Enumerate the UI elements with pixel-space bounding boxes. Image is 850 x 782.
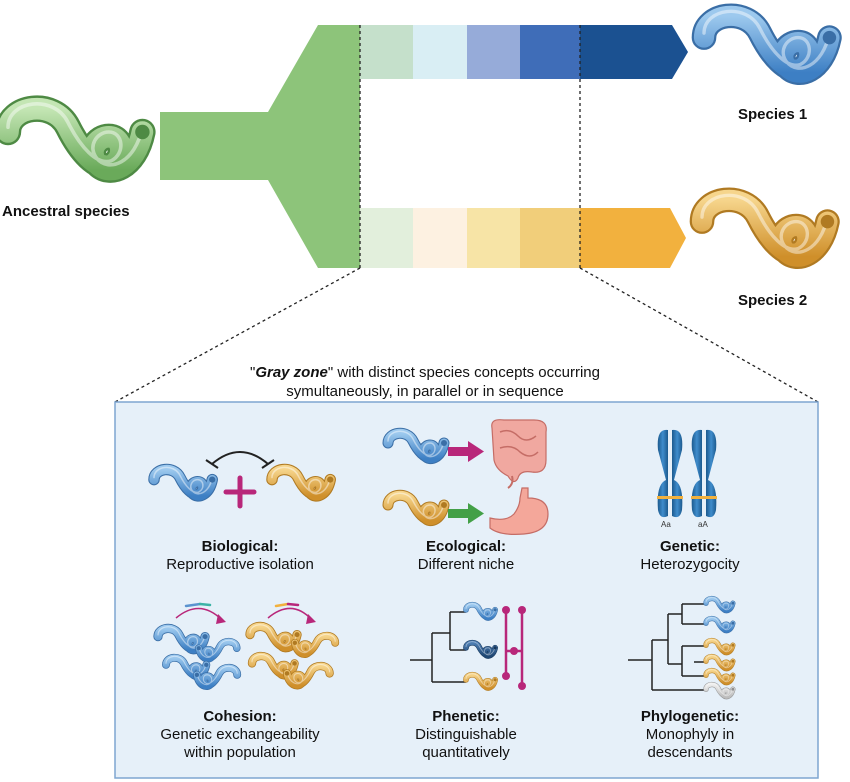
band-segment — [413, 25, 468, 79]
barrier-arc-icon — [211, 451, 269, 465]
concept-genetic: Genetic: Heterozygocity — [590, 538, 790, 574]
gray-zone-quote-open: " — [250, 364, 256, 381]
phenetic-tree-icon — [410, 611, 466, 683]
concept-ecological: Ecological: Different niche — [366, 538, 566, 574]
blue-worm-icon — [382, 427, 450, 465]
concept-title: Biological: — [201, 538, 279, 555]
concept-biological: Biological: Reproductive isolation — [140, 538, 340, 574]
band-segment — [467, 208, 521, 268]
gray-zone-line2: symultaneously, in parallel or in sequen… — [286, 383, 564, 400]
gold-worm-icon — [703, 667, 736, 686]
cross-icon — [223, 475, 257, 509]
blue-worm-icon — [703, 615, 736, 634]
concept-desc: Genetic exchangeability — [160, 726, 320, 743]
species-1-band — [360, 25, 688, 79]
blue-worm-icon — [148, 463, 218, 502]
genetic-illustration — [657, 429, 717, 518]
band-segment — [360, 25, 414, 79]
concept-desc: Reproductive isolation — [166, 556, 314, 573]
gold-worm-icon — [382, 489, 450, 527]
concept-cohesion: Cohesion: Genetic exchangeability within… — [140, 708, 340, 762]
gray-zone-guides — [114, 25, 819, 403]
band-segment — [360, 208, 414, 268]
species-2-band — [360, 208, 686, 268]
gold-worm-icon — [245, 621, 302, 653]
cohesion-illustration — [153, 602, 340, 690]
concept-desc: descendants — [647, 744, 733, 761]
ancestral-branch — [160, 25, 360, 268]
allele-label: aA — [698, 520, 708, 529]
phylogenetic-illustration — [628, 595, 736, 700]
concept-title: Genetic: — [659, 538, 720, 555]
concept-title: Cohesion: — [203, 708, 277, 725]
gold-worm-icon — [703, 637, 736, 656]
ancestral-worm-icon — [0, 95, 156, 183]
biological-illustration — [148, 451, 336, 509]
gold-worm-icon — [282, 661, 334, 690]
intestine-icon — [491, 419, 547, 489]
gold-worm-icon — [247, 651, 299, 680]
chromosome-icon — [657, 429, 683, 518]
species-2-label: Species 2 — [738, 292, 808, 309]
band-segment — [520, 25, 581, 79]
band-arrow-head — [580, 25, 688, 79]
concept-desc: Distinguishable — [415, 726, 517, 743]
gold-worm-icon — [266, 463, 336, 502]
phylogenetic-tree-icon — [628, 603, 706, 691]
green-arrow-icon — [448, 503, 484, 524]
magenta-arrow-icon — [448, 441, 484, 462]
gray-zone-title: "Gray zone" with distinct species concep… — [200, 363, 650, 401]
gold-worm-icon — [290, 631, 340, 658]
concept-desc: Heterozygocity — [640, 556, 740, 573]
gray-zone-line1: with distinct species concepts occurring — [333, 364, 600, 381]
gray-zone-emphasis: Gray zone — [255, 364, 328, 381]
phenetic-illustration — [410, 601, 526, 691]
concept-phylogenetic: Phylogenetic: Monophyly in descendants — [590, 708, 790, 762]
blue-worm-icon — [192, 663, 242, 690]
gray-zone-quote-close: " — [327, 364, 334, 381]
dna-fragment-icon — [184, 602, 300, 608]
species-1-label: Species 1 — [738, 106, 808, 123]
stomach-icon — [489, 487, 549, 535]
concept-title: Ecological: — [425, 538, 507, 555]
concept-title: Phenetic: — [432, 708, 500, 725]
band-arrow-head — [580, 208, 686, 268]
ecological-illustration — [382, 419, 549, 535]
band-segment — [467, 25, 521, 79]
navy-worm-icon — [463, 639, 498, 659]
ancestral-species-label: Ancestral species — [2, 203, 130, 220]
chromosome-icon — [691, 429, 717, 518]
gray-worm-icon — [703, 681, 736, 700]
concept-desc: Different niche — [417, 556, 515, 573]
blue-worm-icon — [194, 637, 241, 663]
allele-label: Aa — [661, 520, 671, 529]
concept-desc: Monophyly in — [645, 726, 735, 743]
blue-worm-icon — [463, 601, 498, 621]
blue-worm-icon — [153, 623, 210, 655]
species-2-worm-icon — [689, 187, 840, 269]
concept-desc: quantitatively — [422, 744, 510, 761]
blue-worm-icon — [703, 595, 736, 614]
band-segment — [520, 208, 581, 268]
gold-worm-icon — [703, 653, 736, 672]
concept-desc: within population — [184, 744, 296, 761]
species-1-worm-icon — [691, 3, 842, 85]
band-segment — [413, 208, 468, 268]
concept-phenetic: Phenetic: Distinguishable quantitatively — [366, 708, 566, 762]
concept-title: Phylogenetic: — [640, 708, 740, 725]
gold-worm-icon — [463, 671, 498, 691]
